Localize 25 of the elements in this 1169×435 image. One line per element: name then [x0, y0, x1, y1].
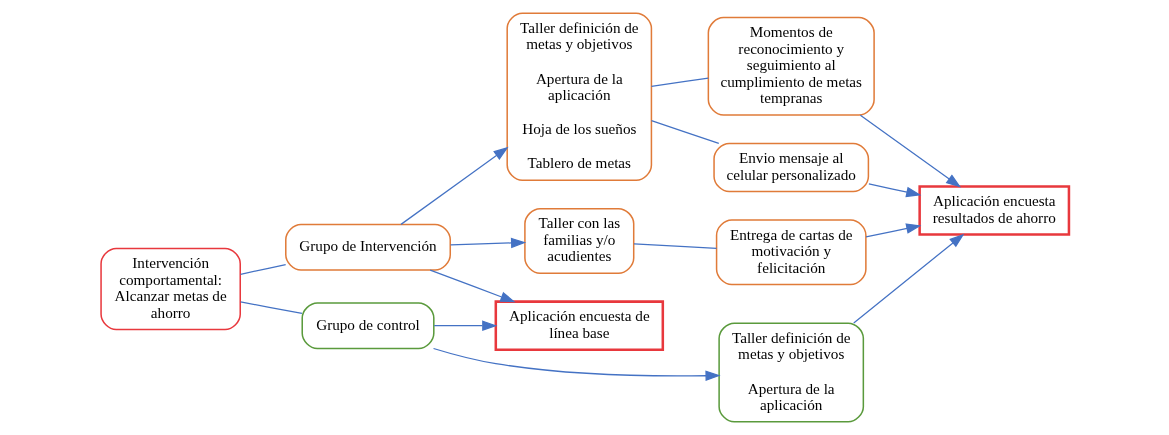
connector: [239, 263, 286, 275]
arrow: [867, 183, 921, 198]
arrow: [864, 223, 921, 238]
arrow: [433, 320, 497, 331]
arrow: [449, 237, 526, 249]
connector: [650, 120, 719, 145]
node-box: Envio mensaje al celular personalizado: [712, 142, 869, 193]
connector: [632, 243, 717, 249]
node-box: Intervención comportamental: Alcanzar metas de ahorro: [99, 247, 241, 331]
node-box: Grupo de control: [300, 302, 435, 350]
node-box: Aplicación encuesta resultados de ahorro: [917, 185, 1070, 236]
node-box: Taller definición de metas y objetivos Apertura de la aplicación Hoja de los sueños Tablero de metas: [505, 12, 652, 181]
connector: [239, 301, 303, 315]
arrow: [399, 146, 509, 225]
node-box: Grupo de Intervención: [284, 223, 451, 271]
node-box: Entrega de cartas de motivación y felicitación: [715, 219, 867, 286]
arrow: [429, 269, 516, 303]
arrow: [852, 233, 964, 324]
arrow: [432, 347, 721, 382]
node-box: Aplicación encuesta de línea base: [494, 300, 664, 351]
arrow: [859, 114, 961, 188]
node-box: Taller con las familias y/o acudientes: [523, 207, 634, 274]
connector: [650, 77, 709, 88]
node-box: Taller definición de metas y objetivos Apertura de la aplicación: [717, 322, 864, 423]
node-box: Momentos de reconocimiento y seguimiento al cumplimiento de metas tempranas: [707, 16, 875, 116]
